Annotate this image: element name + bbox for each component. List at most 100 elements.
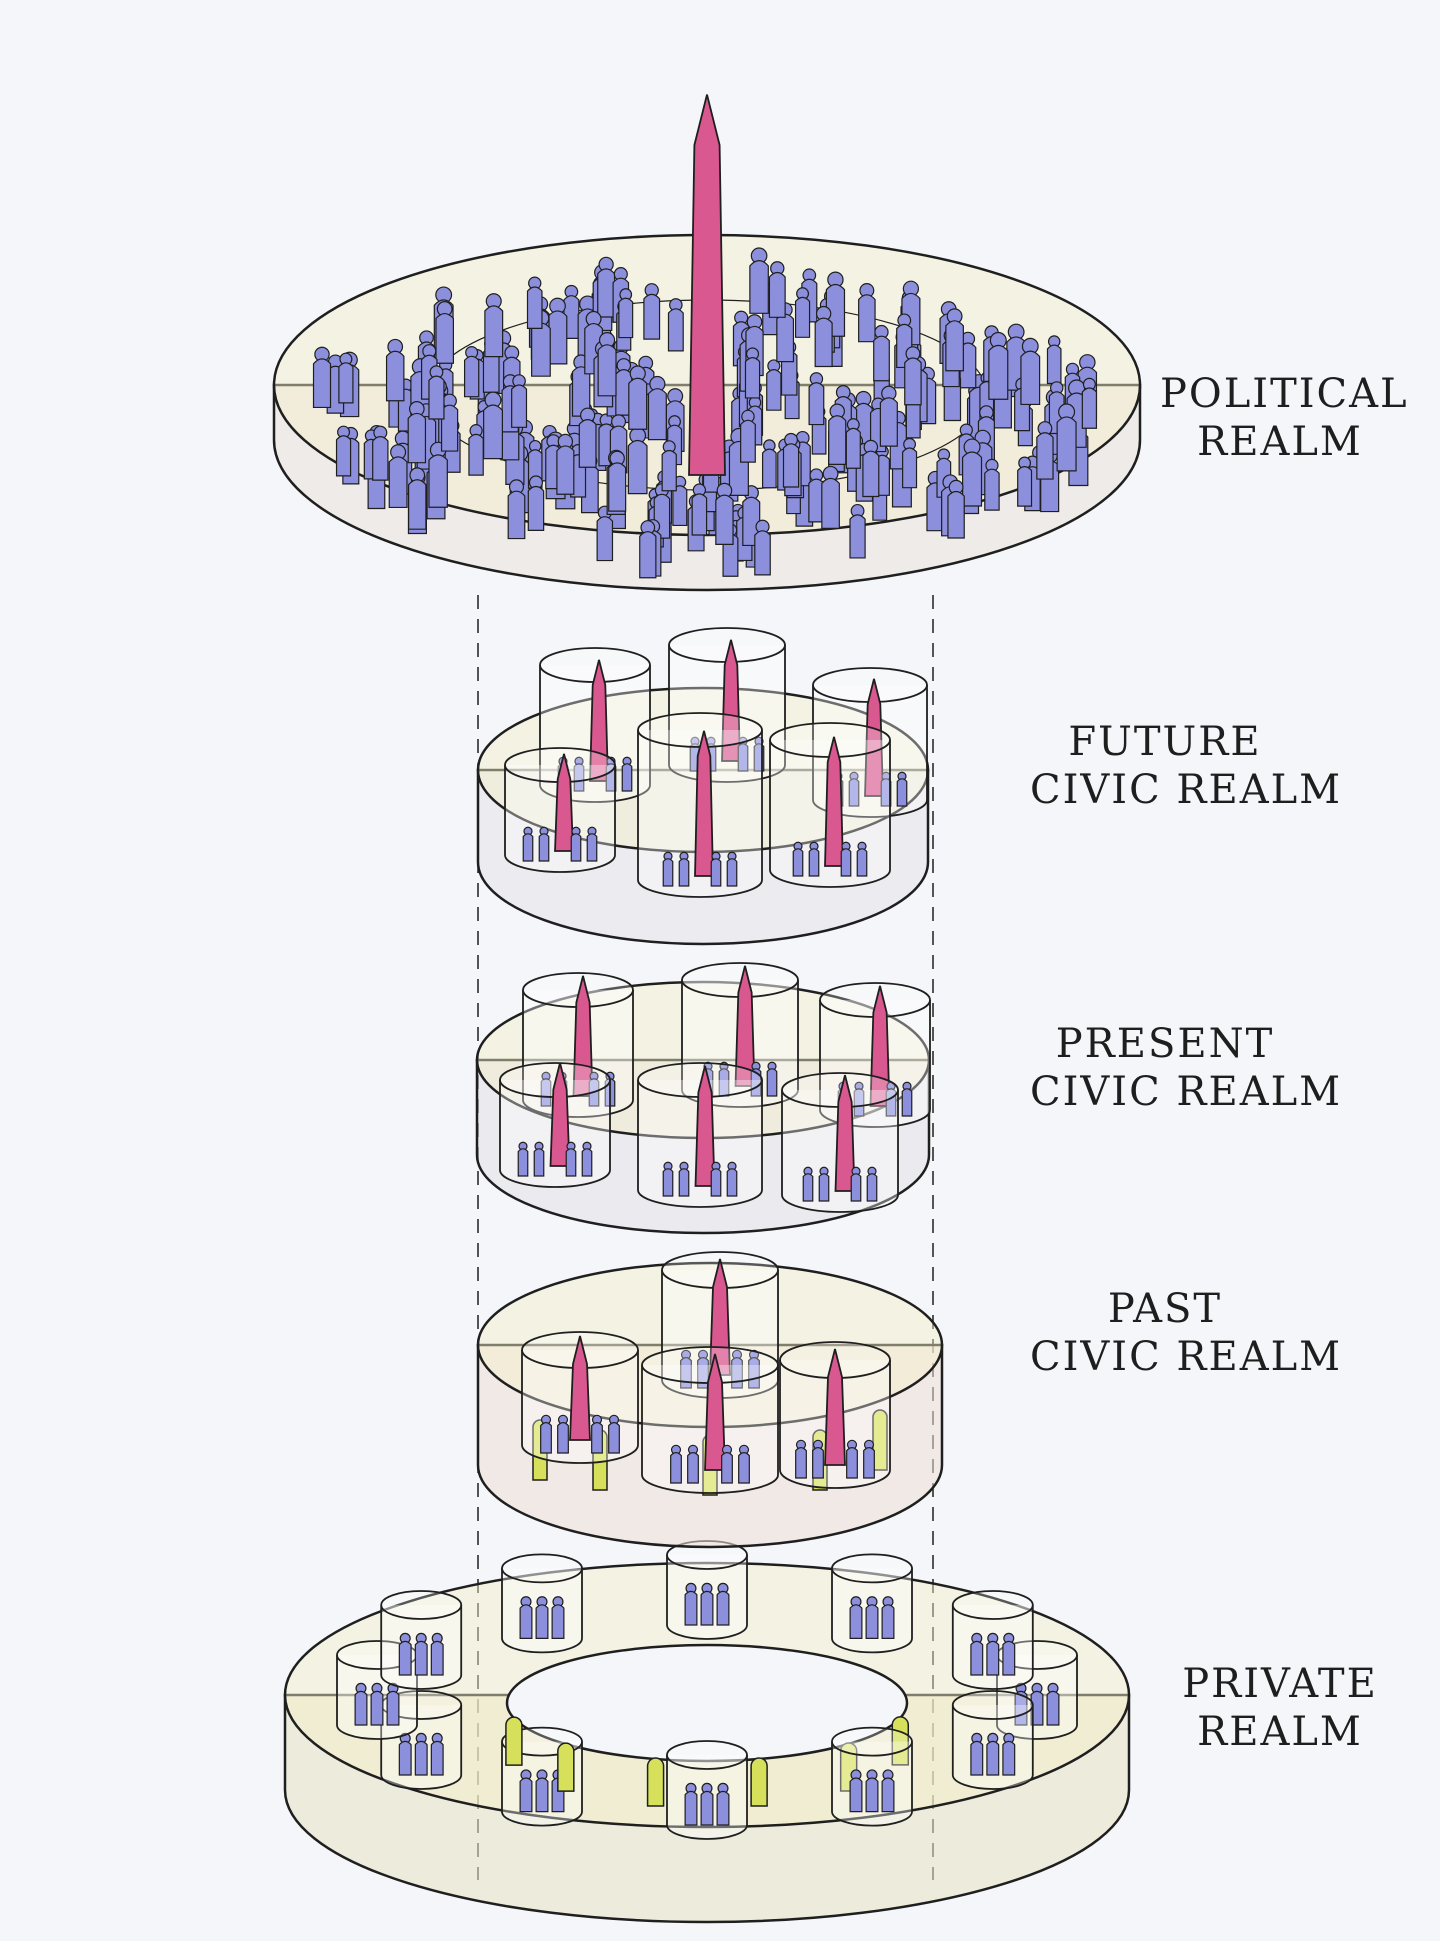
person-figure bbox=[849, 514, 866, 559]
person-figure bbox=[372, 436, 389, 481]
person-figure bbox=[608, 1422, 620, 1454]
person-figure bbox=[627, 439, 648, 495]
person-figure bbox=[573, 763, 585, 792]
person-figure bbox=[873, 335, 890, 382]
person-figure bbox=[700, 1790, 714, 1826]
arch-doorway bbox=[646, 1757, 665, 1807]
arch-doorway bbox=[750, 1757, 768, 1807]
person-figure bbox=[388, 456, 408, 509]
person-figure bbox=[1002, 1640, 1016, 1676]
person-figure bbox=[519, 1777, 533, 1813]
cylinder-rim bbox=[951, 1590, 1034, 1620]
person-figure bbox=[802, 1173, 814, 1202]
person-figure bbox=[385, 350, 405, 402]
person-figure bbox=[984, 468, 1000, 511]
person-figure bbox=[370, 1690, 384, 1726]
person-figure bbox=[533, 1148, 545, 1177]
person-figure bbox=[865, 1604, 879, 1639]
person-figure bbox=[818, 1173, 830, 1202]
person-figure bbox=[782, 443, 800, 488]
person-figure bbox=[856, 848, 868, 877]
obelisk bbox=[709, 1258, 731, 1376]
person-figure bbox=[1020, 350, 1041, 406]
person-figure bbox=[468, 433, 484, 476]
person-figure bbox=[716, 1590, 730, 1626]
person-figure bbox=[808, 382, 825, 426]
past-civic-realm-disc bbox=[476, 1251, 944, 1549]
person-figure bbox=[947, 490, 965, 539]
person-figure bbox=[526, 286, 543, 329]
person-figure bbox=[849, 1604, 863, 1639]
inner-courtyard bbox=[505, 1643, 909, 1763]
cylinder-rim bbox=[831, 1553, 913, 1584]
obelisk bbox=[721, 639, 741, 762]
person-figure bbox=[538, 833, 550, 862]
person-figure bbox=[678, 858, 690, 887]
person-figure bbox=[1046, 344, 1062, 385]
person-figure bbox=[945, 320, 964, 372]
person-figure bbox=[647, 388, 667, 441]
person-figure bbox=[540, 1078, 552, 1107]
person-figure bbox=[740, 419, 756, 463]
person-figure bbox=[570, 833, 582, 862]
person-figure bbox=[414, 1640, 428, 1676]
person-figure bbox=[1030, 1690, 1044, 1726]
person-figure bbox=[463, 355, 480, 398]
person-figure bbox=[672, 485, 688, 527]
person-figure bbox=[986, 1640, 1000, 1676]
person-figure bbox=[718, 1068, 730, 1097]
person-figure bbox=[687, 1452, 699, 1484]
person-figure bbox=[742, 496, 761, 547]
person-figure bbox=[986, 1740, 1000, 1776]
obelisk bbox=[864, 678, 884, 797]
person-figure bbox=[879, 397, 898, 447]
person-figure bbox=[565, 1148, 577, 1177]
cylinder-rim bbox=[637, 712, 763, 748]
obelisk bbox=[824, 736, 844, 867]
cylinder-rim bbox=[831, 1726, 913, 1757]
person-figure bbox=[670, 1452, 682, 1484]
person-figure bbox=[597, 268, 616, 318]
person-figure bbox=[483, 404, 503, 460]
person-figure bbox=[621, 763, 633, 792]
person-figure bbox=[849, 1777, 863, 1813]
person-figure bbox=[596, 516, 614, 562]
person-figure bbox=[710, 1168, 722, 1197]
person-figure bbox=[428, 375, 445, 420]
person-figure bbox=[608, 462, 627, 512]
person-figure bbox=[896, 778, 908, 807]
person-figure bbox=[766, 369, 782, 411]
person-figure bbox=[970, 1640, 984, 1676]
person-figure bbox=[848, 778, 860, 807]
obelisk bbox=[694, 730, 714, 877]
obelisk bbox=[569, 1335, 591, 1441]
person-figure bbox=[618, 297, 634, 339]
person-figure bbox=[766, 1068, 778, 1097]
cylinder-rim bbox=[380, 1590, 463, 1620]
person-figure bbox=[715, 494, 734, 545]
person-figure bbox=[885, 1088, 897, 1117]
person-figure bbox=[748, 1357, 760, 1389]
person-figure bbox=[862, 450, 880, 498]
person-figure bbox=[1036, 432, 1054, 480]
person-figure bbox=[428, 454, 448, 508]
arch-doorway bbox=[557, 1742, 575, 1792]
person-figure bbox=[586, 833, 598, 862]
person-figure bbox=[680, 1357, 692, 1389]
cylinder-rim bbox=[501, 1553, 583, 1584]
person-figure bbox=[821, 477, 840, 530]
cylinder-rim bbox=[951, 1690, 1034, 1720]
person-figure bbox=[858, 294, 876, 343]
person-figure bbox=[814, 317, 833, 368]
person-figure bbox=[776, 313, 795, 363]
person-figure bbox=[527, 485, 545, 531]
person-figure bbox=[517, 1148, 529, 1177]
person-figure bbox=[312, 358, 332, 409]
person-figure bbox=[738, 1452, 750, 1484]
person-figure bbox=[768, 271, 786, 318]
